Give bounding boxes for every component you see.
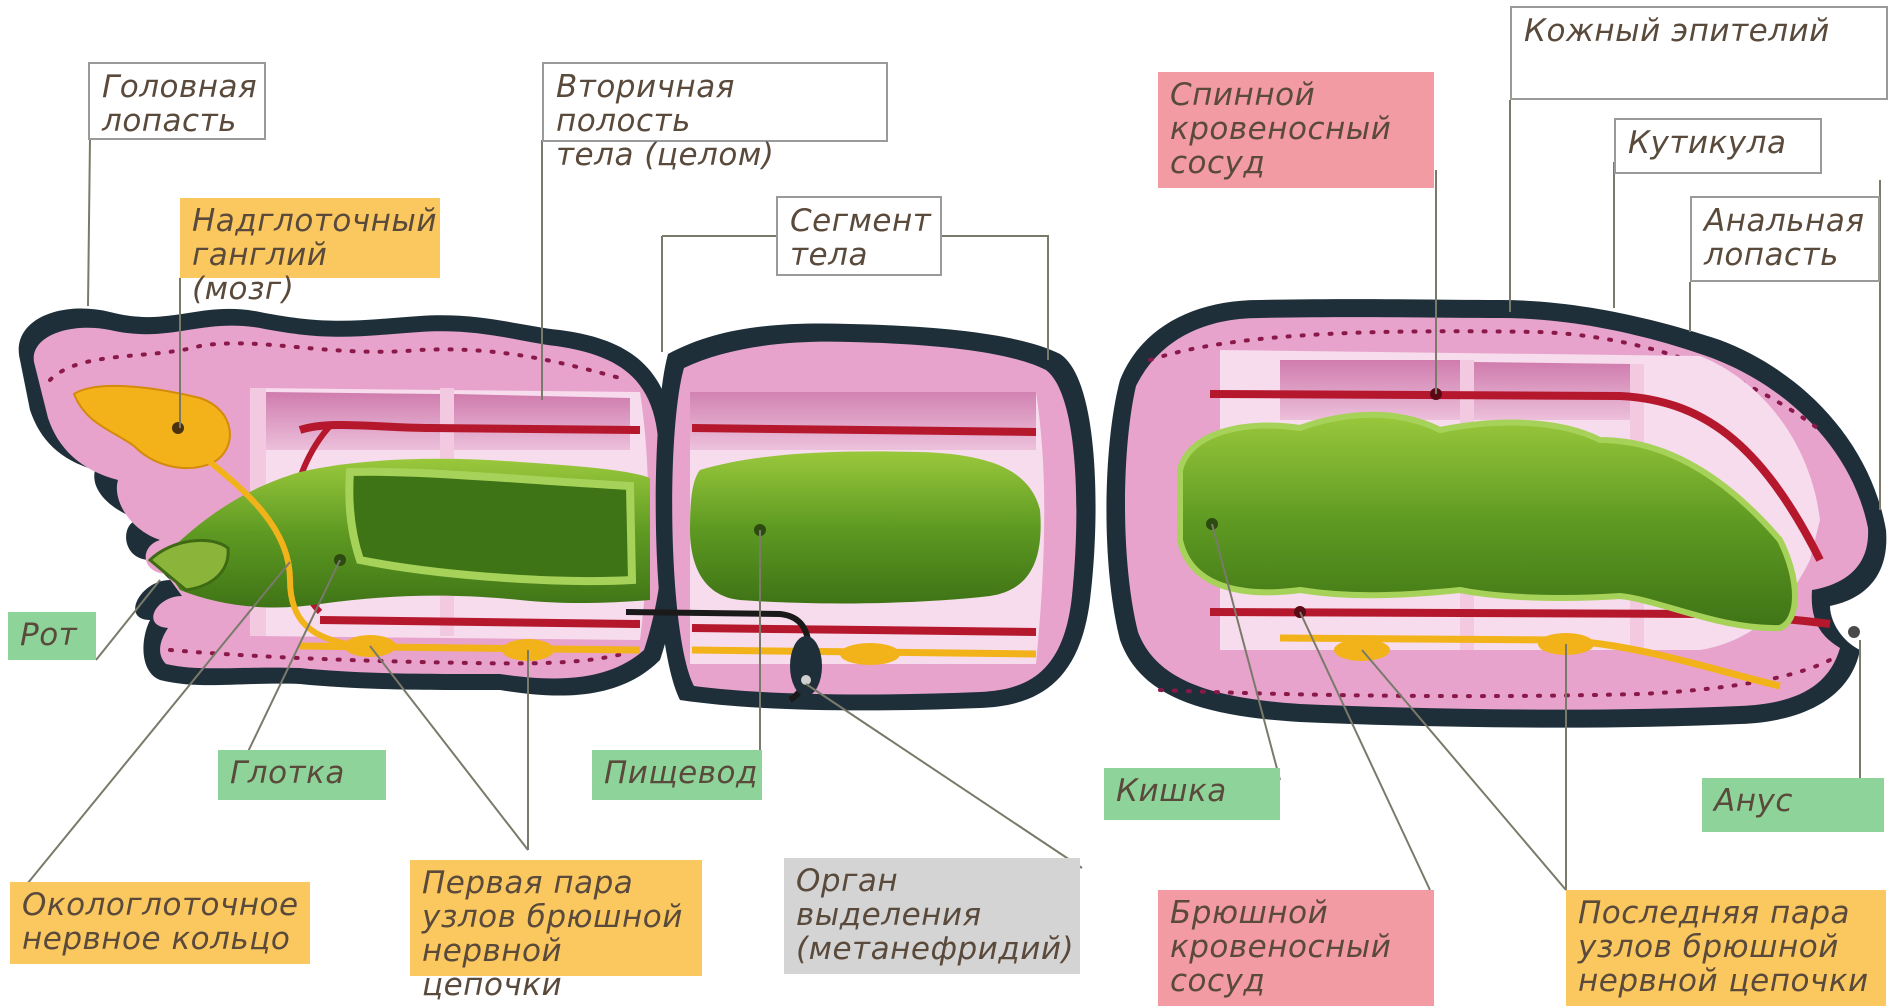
- middle-segment: [626, 324, 1096, 711]
- segment-dorsal-vessel: [692, 428, 1036, 432]
- label-ventral-vessel: Брюшной кровеносный сосуд: [1158, 890, 1434, 1006]
- label-skin: Кожный эпителий: [1510, 6, 1888, 100]
- label-nerve-ring: Окологлоточное нервное кольцо: [10, 882, 310, 964]
- segment-wall: [690, 392, 1036, 450]
- label-first-nodes: Первая пара узлов брюшной нервной цепочк…: [410, 860, 702, 976]
- esophagus-shape: [690, 451, 1041, 603]
- head-ventral-vessel: [320, 620, 640, 624]
- label-anus: Анус: [1702, 778, 1884, 832]
- head-fragment: [19, 309, 682, 696]
- head-coelom-wall-2: [454, 394, 630, 450]
- head-coelom-wall: [266, 392, 440, 450]
- metanephridium-dot: [801, 675, 811, 685]
- label-pharynx: Глотка: [218, 750, 386, 800]
- label-head-lobe: Головная лопасть: [88, 62, 266, 140]
- label-segment: Сегмент тела: [776, 196, 942, 276]
- anus-dot: [1848, 626, 1860, 638]
- label-excretory: Орган выделения (метанефридий): [784, 858, 1080, 974]
- tail-fragment: [1106, 299, 1886, 728]
- label-mouth: Рот: [8, 612, 96, 660]
- label-ganglion: Надглоточный ганглий (мозг): [180, 198, 440, 278]
- pharynx-cut-lumen: [349, 472, 632, 581]
- segment-ventral-vessel: [692, 628, 1036, 632]
- label-anal-lobe: Анальная лопасть: [1690, 196, 1880, 282]
- label-last-nodes: Последняя пара узлов брюшной нервной цеп…: [1566, 890, 1886, 1006]
- leader-excretory: [806, 684, 1082, 868]
- label-esophagus: Пищевод: [592, 750, 762, 800]
- segment-node: [840, 643, 900, 665]
- label-intestine: Кишка: [1104, 768, 1280, 820]
- label-dorsal-vessel: Спинной кровеносный сосуд: [1158, 72, 1434, 188]
- tail-coelom-wall-2: [1474, 362, 1630, 420]
- label-cuticle: Кутикула: [1614, 118, 1822, 174]
- label-coelom: Вторичная полость тела (целом): [542, 62, 888, 142]
- metanephridium-bulb: [790, 636, 822, 696]
- ganglion-dot: [172, 422, 184, 434]
